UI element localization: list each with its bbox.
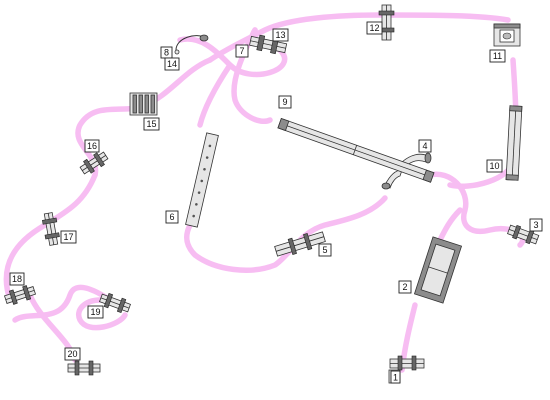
station-11-label: 11 [489, 49, 506, 63]
station-20-label: 20 [64, 347, 81, 361]
station-2-number: 2 [402, 282, 407, 292]
station-2-equipment [413, 236, 463, 304]
station-18-label: 18 [9, 272, 25, 286]
station-12-number: 12 [369, 23, 379, 33]
station-14-label: 14 [164, 57, 180, 71]
station-9-number: 9 [282, 97, 287, 107]
station-19-equipment [99, 292, 131, 314]
station-10-number: 10 [489, 161, 499, 171]
station-15-equipment [129, 92, 158, 116]
station-16-equipment [79, 151, 109, 175]
station-5-equipment [274, 231, 326, 257]
station-8-equipment [174, 34, 209, 55]
station-1-label: 1 [390, 370, 401, 384]
station-20-equipment [67, 360, 101, 376]
station-17-equipment [42, 212, 60, 246]
station-17-number: 17 [63, 232, 73, 242]
station-18-equipment [3, 285, 37, 305]
station-3-label: 3 [529, 218, 543, 232]
station-6-equipment [185, 132, 219, 228]
route-path [3, 12, 526, 373]
station-6-number: 6 [169, 212, 174, 222]
station-20-number: 20 [67, 349, 77, 359]
station-14-number: 14 [167, 59, 177, 69]
station-10-label: 10 [486, 159, 503, 173]
station-1-number: 1 [393, 373, 398, 383]
station-5-label: 5 [318, 243, 332, 257]
station-4-label: 4 [418, 139, 432, 153]
station-8-number: 8 [164, 48, 169, 58]
station-4-number: 4 [422, 141, 427, 151]
station-12-label: 12 [366, 21, 383, 35]
station-13-label: 13 [272, 28, 289, 42]
station-3-number: 3 [533, 220, 538, 230]
station-10-equipment [505, 105, 523, 181]
station-4-equipment [381, 152, 432, 190]
station-19-number: 19 [90, 307, 100, 317]
station-18-number: 18 [12, 274, 22, 284]
station-9-equipment [277, 117, 435, 183]
station-7-label: 7 [235, 44, 249, 58]
station-16-label: 16 [84, 139, 100, 153]
station-7-equipment [249, 34, 288, 55]
station-6-label: 6 [165, 210, 179, 224]
station-3-equipment [507, 224, 540, 245]
station-19-label: 19 [87, 305, 104, 319]
station-2-label: 2 [398, 280, 412, 294]
station-7-number: 7 [239, 46, 244, 56]
station-15-label: 15 [143, 117, 160, 131]
station-8-label: 8 [160, 46, 173, 59]
station-16-number: 16 [87, 141, 97, 151]
station-5-number: 5 [322, 245, 327, 255]
station-15-number: 15 [146, 119, 156, 129]
station-17-label: 17 [60, 230, 77, 244]
station-11-equipment [493, 23, 521, 47]
station-9-label: 9 [278, 95, 292, 109]
station-11-number: 11 [493, 51, 502, 61]
station-13-number: 13 [275, 30, 285, 40]
